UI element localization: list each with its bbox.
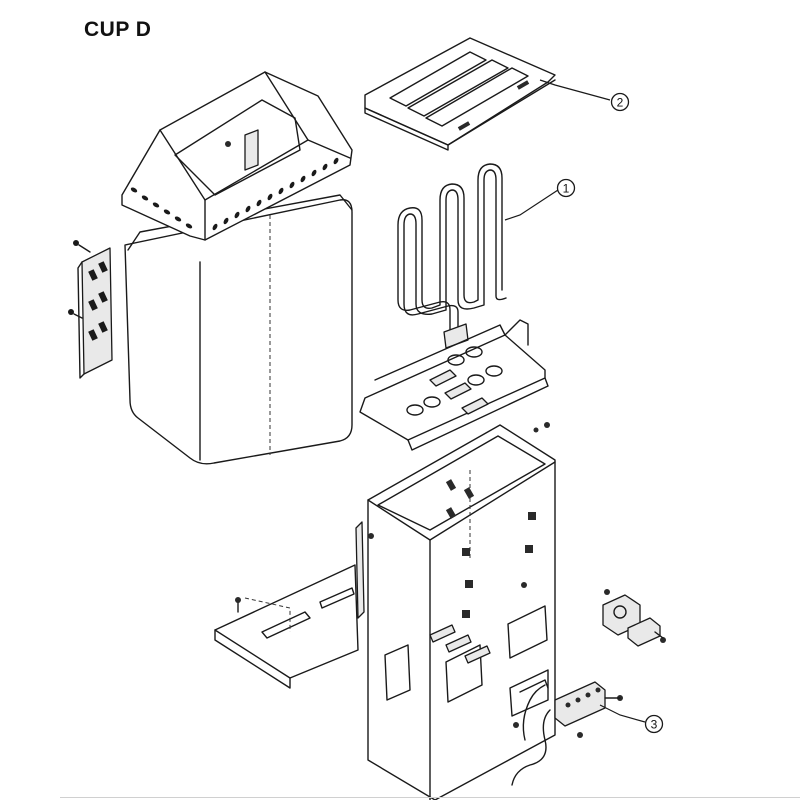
bottom-plate xyxy=(214,564,359,689)
terminal-block xyxy=(511,679,623,786)
callout-2: 2 xyxy=(610,92,630,112)
callout-1: 1 xyxy=(556,178,576,198)
control-brackets xyxy=(602,589,666,647)
heater-body xyxy=(355,422,556,800)
callout-2-label: 2 xyxy=(617,96,624,110)
callout-1-label: 1 xyxy=(563,182,570,196)
leader-2 xyxy=(539,79,611,101)
diagram-title: CUP D xyxy=(84,18,152,41)
stone-grate xyxy=(364,37,556,151)
callout-3: 3 xyxy=(644,714,664,734)
frame-bottom-line xyxy=(60,797,800,798)
heating-element xyxy=(397,163,507,349)
wall-bracket xyxy=(68,240,113,379)
leader-1 xyxy=(504,189,559,221)
heater-top-plate xyxy=(359,319,549,451)
leader-3 xyxy=(599,704,646,723)
callout-3-label: 3 xyxy=(651,718,658,732)
stone-container xyxy=(121,71,353,465)
